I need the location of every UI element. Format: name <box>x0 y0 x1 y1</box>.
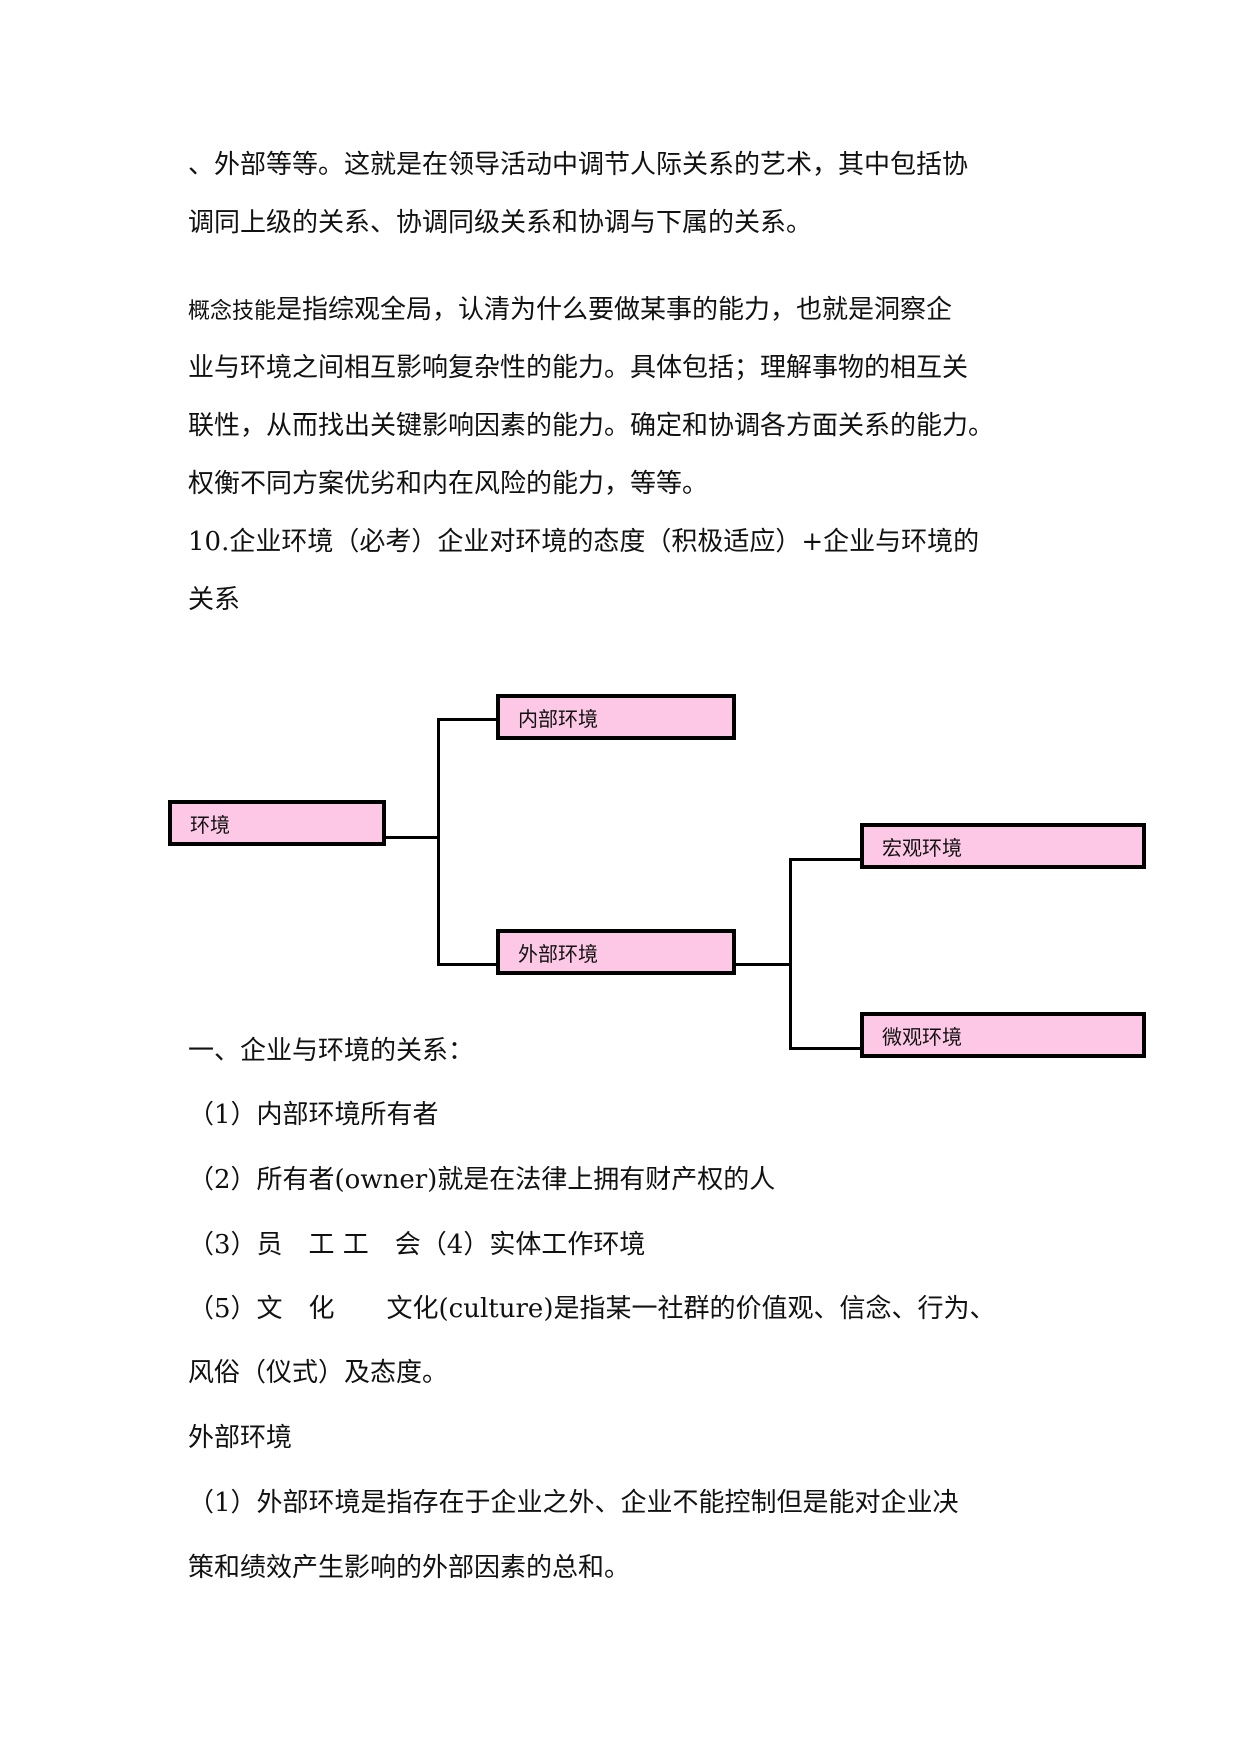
list-item: （1）内部环境所有者 <box>188 1100 439 1130</box>
list-item: （5）文 化 文化(culture)是指某一社群的价值观、信念、行为、 <box>188 1294 996 1324</box>
list-item: （2）所有者(owner)就是在法律上拥有财产权的人 <box>188 1165 776 1195</box>
text-line: 权衡不同方案优劣和内在风险的能力，等等。 <box>188 469 709 499</box>
connector <box>437 718 440 966</box>
diagram-node-internal: 内部环境 <box>496 694 736 740</box>
text-line: 概念技能是指综观全局，认清为什么要做某事的能力，也就是洞察企 <box>188 295 952 327</box>
diagram-node-root: 环境 <box>168 800 386 846</box>
text-line: 调同上级的关系、协调同级关系和协调与下属的关系。 <box>188 208 813 238</box>
diagram-node-external: 外部环境 <box>496 929 736 975</box>
diagram-node-macro: 宏观环境 <box>860 823 1146 869</box>
text-span: 是指综观全局，认清为什么要做某事的能力，也就是洞察企 <box>276 295 953 325</box>
connector <box>789 1047 860 1050</box>
connector <box>437 963 496 966</box>
connector <box>736 963 792 966</box>
text-line: 联性，从而找出关键影响因素的能力。确定和协调各方面关系的能力。 <box>188 411 995 441</box>
text-line: 、外部等等。这就是在领导活动中调节人际关系的艺术，其中包括协 <box>188 150 969 180</box>
text-line: （1）外部环境是指存在于企业之外、企业不能控制但是能对企业决 <box>188 1488 959 1518</box>
text-line: 策和绩效产生影响的外部因素的总和。 <box>188 1553 631 1583</box>
term-label: 概念技能 <box>188 299 277 324</box>
section-heading: 10.企业环境（必考）企业对环境的态度（积极适应）+企业与环境的 <box>188 527 980 557</box>
section-title: 一、企业与环境的关系： <box>188 1036 475 1066</box>
list-item: （3）员 工 工 会（4）实体工作环境 <box>188 1230 646 1260</box>
diagram-node-micro: 微观环境 <box>860 1012 1146 1058</box>
text-line: 业与环境之间相互影响复杂性的能力。具体包括；理解事物的相互关 <box>188 353 969 383</box>
section-title: 外部环境 <box>188 1423 293 1453</box>
list-item: 风俗（仪式）及态度。 <box>188 1358 449 1388</box>
connector <box>386 836 440 839</box>
connector <box>789 858 792 1050</box>
connector <box>789 858 860 861</box>
section-heading: 关系 <box>188 585 241 615</box>
connector <box>437 718 496 721</box>
